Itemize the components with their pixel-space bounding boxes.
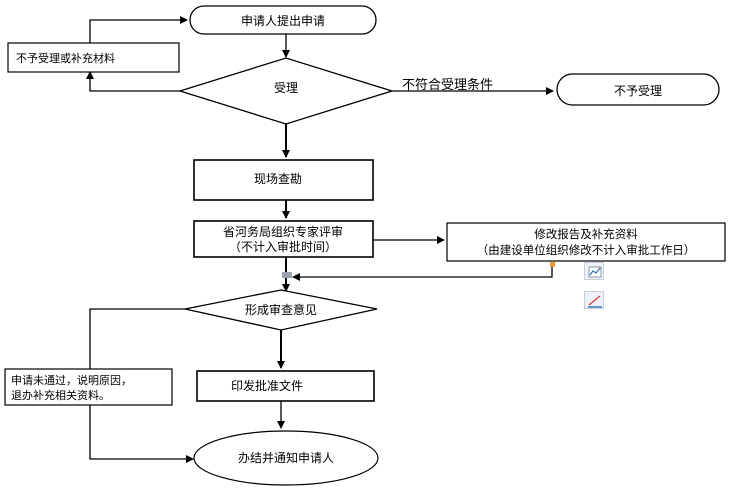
- node-not-accepted-label: 不予受理: [614, 84, 662, 98]
- node-accept: [177, 57, 395, 125]
- node-issue-approval: [196, 370, 375, 402]
- node-accept-label: 受理: [274, 81, 298, 95]
- arrow-revise-back: [292, 262, 553, 281]
- node-issue-approval-label: 印发批准文件: [231, 378, 303, 393]
- connector-handle: [282, 272, 292, 278]
- node-form-opinion: [184, 289, 378, 331]
- node-form-opinion-label: 形成审查意见: [245, 302, 317, 317]
- chart-icon[interactable]: [584, 262, 604, 280]
- node-start-label: 申请人提出申请: [241, 13, 325, 28]
- resize-handle[interactable]: [550, 262, 555, 267]
- node-supplement: [7, 42, 180, 73]
- node-site-survey-label: 现场查勘: [254, 172, 302, 186]
- node-expert-review: [193, 220, 374, 258]
- edit-shape-icon[interactable]: [584, 291, 604, 309]
- edge-label-not-meet: 不符合受理条件: [402, 77, 493, 93]
- node-supplement-label: 不予受理或补充材料: [16, 51, 115, 65]
- node-site-survey: [193, 159, 374, 201]
- node-revise-report-line1: 修改报告及补充资料: [534, 227, 638, 241]
- node-complete: [193, 430, 379, 486]
- arrow-supplement-to-start: [89, 16, 188, 43]
- node-revise-report-line2: （由建设单位组织修改不计入审批工作日）: [477, 243, 696, 257]
- node-rejected-line1: 申请未通过，说明原因，: [11, 373, 132, 387]
- arrow-accept-to-supplement: [86, 71, 180, 92]
- node-expert-review-line1: 省河务局组织专家评审: [223, 224, 343, 239]
- node-complete-label: 办结并通知申请人: [238, 450, 334, 465]
- node-rejected-line2: 退办补充相关资料。: [11, 388, 110, 402]
- node-expert-review-line2: （不计入审批时间）: [229, 239, 337, 254]
- node-rejected: [4, 368, 173, 406]
- node-start: [189, 5, 377, 35]
- node-revise-report: [446, 222, 726, 262]
- node-not-accepted: [556, 73, 720, 106]
